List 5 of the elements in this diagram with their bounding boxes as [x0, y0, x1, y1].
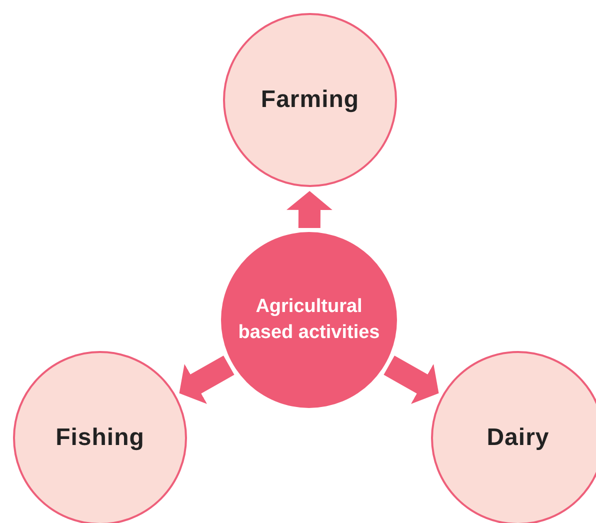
node-label: Agricultural based activities	[237, 295, 381, 345]
node-label: Dairy	[486, 424, 550, 452]
arrow	[286, 190, 332, 228]
node-label: Fishing	[56, 424, 144, 452]
node-label: Farming	[260, 86, 360, 114]
